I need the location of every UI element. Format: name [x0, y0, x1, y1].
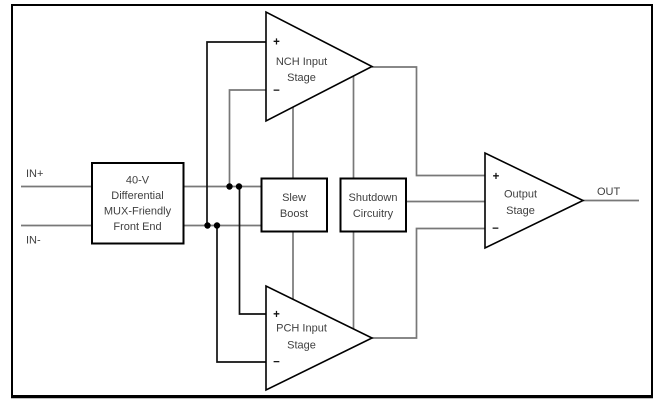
shutdown-circuitry-box [339, 177, 407, 233]
shutdown-circuitry-block: Shutdown Circuitry [339, 177, 407, 233]
output-stage-triangle [484, 151, 585, 250]
nch-minus-branch-wire [228, 89, 266, 187]
pch-minus-branch-wire [216, 225, 266, 363]
slew-boost-box [260, 177, 328, 233]
shutdown-label-line1: Shutdown [349, 192, 398, 204]
nch-triangle [265, 10, 374, 123]
junction-dot-inplus-nch [226, 183, 233, 190]
pch-label-line2: Stage [287, 340, 316, 352]
junction-dots [204, 183, 243, 229]
shutdown-label-line2: Circuitry [353, 208, 394, 220]
slew-boost-label-line1: Slew [282, 192, 306, 204]
nch-plus-branch-wire [206, 41, 266, 226]
nch-input-stage: + − NCH Input Stage [265, 10, 374, 123]
output-stage-label-line2: Stage [506, 205, 535, 217]
pch-input-stage: + − PCH Input Stage [265, 284, 374, 392]
output-stage: + − Output Stage [484, 151, 585, 250]
output-stage-plus-sign: + [493, 171, 500, 183]
nch-minus-sign: − [273, 85, 280, 97]
in-plus-label: IN+ [26, 168, 43, 180]
output-stage-minus-sign: − [492, 223, 499, 235]
junction-dot-inplus-pch [235, 183, 243, 190]
pch-label-line1: PCH Input [276, 323, 327, 335]
nch-label-line2: Stage [287, 72, 316, 84]
slew-boost-block: Slew Boost [260, 177, 328, 233]
wire-group [21, 66, 639, 339]
slew-boost-label-line2: Boost [280, 208, 308, 220]
nch-label-line1: NCH Input [276, 56, 327, 68]
in-minus-label: IN- [26, 235, 41, 247]
front-end-block: 40-V Differential MUX-Friendly Front End [91, 162, 185, 245]
front-end-label-line1: 40-V [126, 175, 150, 187]
pch-triangle [265, 284, 374, 392]
diagram-frame [11, 4, 653, 397]
output-stage-label-line1: Output [504, 189, 537, 201]
front-end-label-line2: Differential [111, 190, 163, 202]
out-label: OUT [597, 186, 621, 198]
front-end-label-line4: Front End [113, 221, 161, 233]
pch-output-wire [372, 227, 485, 339]
pch-plus-sign: + [273, 309, 280, 321]
front-end-label-line3: MUX-Friendly [104, 206, 172, 218]
dark-wire-group [206, 41, 266, 363]
junction-dot-inminus-nch [204, 222, 211, 229]
junction-dot-inminus-pch [213, 222, 221, 229]
front-end-box [91, 162, 185, 245]
pch-plus-branch-wire [238, 186, 266, 315]
pch-minus-sign: − [273, 357, 280, 369]
nch-output-wire [372, 66, 485, 177]
nch-plus-sign: + [273, 37, 280, 49]
